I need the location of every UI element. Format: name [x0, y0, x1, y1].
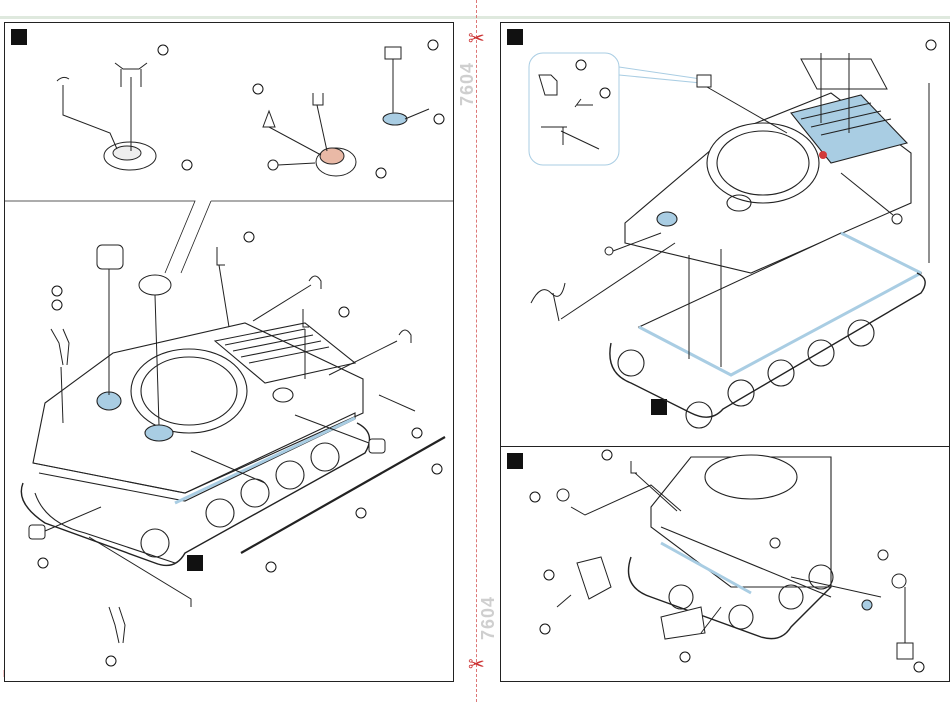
left-hull-drawing: [21, 323, 369, 565]
right-hull-deck: [610, 93, 925, 428]
left-assembly-panel: [4, 22, 454, 682]
left-panel-drawing: [5, 23, 453, 681]
right-bottom-assembly-panel: [500, 446, 950, 682]
right-bottom-drawing: [501, 447, 949, 681]
right-top-drawing: [501, 23, 949, 447]
hatch-detail-2: [263, 47, 429, 176]
rear-hull-drawing: [629, 455, 834, 639]
scissors-icon-top: ✂: [468, 26, 485, 51]
right-top-assembly-panel: [500, 22, 950, 448]
scissors-icon-bottom: ✂: [468, 652, 485, 677]
sheet-code-top: 7604: [457, 62, 478, 106]
hatch-detail-1: [57, 63, 156, 170]
detail-inset-frame: [529, 53, 619, 165]
sheet-code-bottom: 7604: [478, 596, 499, 640]
top-band: [0, 16, 950, 19]
